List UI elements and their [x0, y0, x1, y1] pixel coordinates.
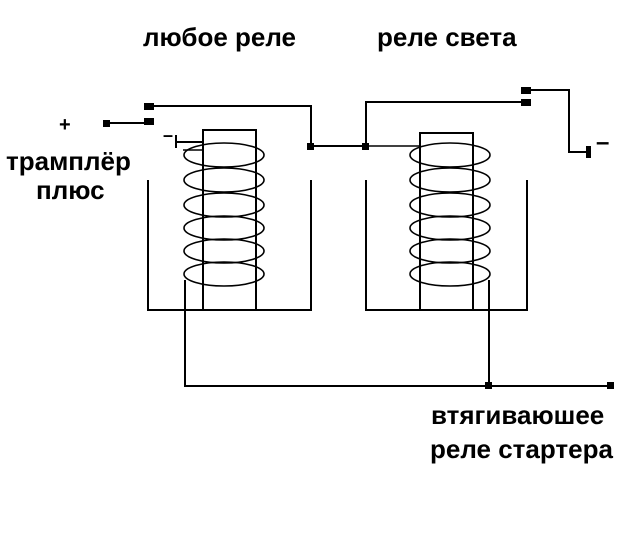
- relay-light-housing: [365, 180, 528, 311]
- relay-any-output-node: [307, 143, 314, 150]
- relay-any-ground-tab: [175, 135, 203, 148]
- minus-sign-right: –: [596, 129, 609, 156]
- relay-light: [365, 87, 591, 311]
- relay-any-contacts: [103, 103, 312, 146]
- minus-sign-left: –: [163, 125, 173, 145]
- starter-terminal-node: [607, 382, 614, 389]
- relay-light-core: [419, 132, 474, 311]
- starter-label-line2: реле стартера: [430, 434, 613, 464]
- relay-light-input-node: [362, 143, 369, 150]
- common-bottom-wire: [184, 280, 611, 387]
- relay-light-coil: [366, 142, 491, 287]
- relay-light-contacts: [365, 87, 591, 158]
- relay-any-housing: [147, 180, 312, 311]
- relay-any: [103, 103, 314, 311]
- trampler-label-line2: плюс: [36, 175, 105, 205]
- relay-any-coil: [183, 142, 265, 287]
- relay-light-title: реле света: [377, 22, 517, 52]
- starter-label-line1: втягиваюшее: [431, 400, 604, 430]
- relay-any-title: любое реле: [143, 22, 296, 52]
- trampler-label-line1: трамплёр: [6, 146, 131, 176]
- relay-light-tail-node: [485, 382, 492, 389]
- plus-sign: +: [59, 114, 71, 136]
